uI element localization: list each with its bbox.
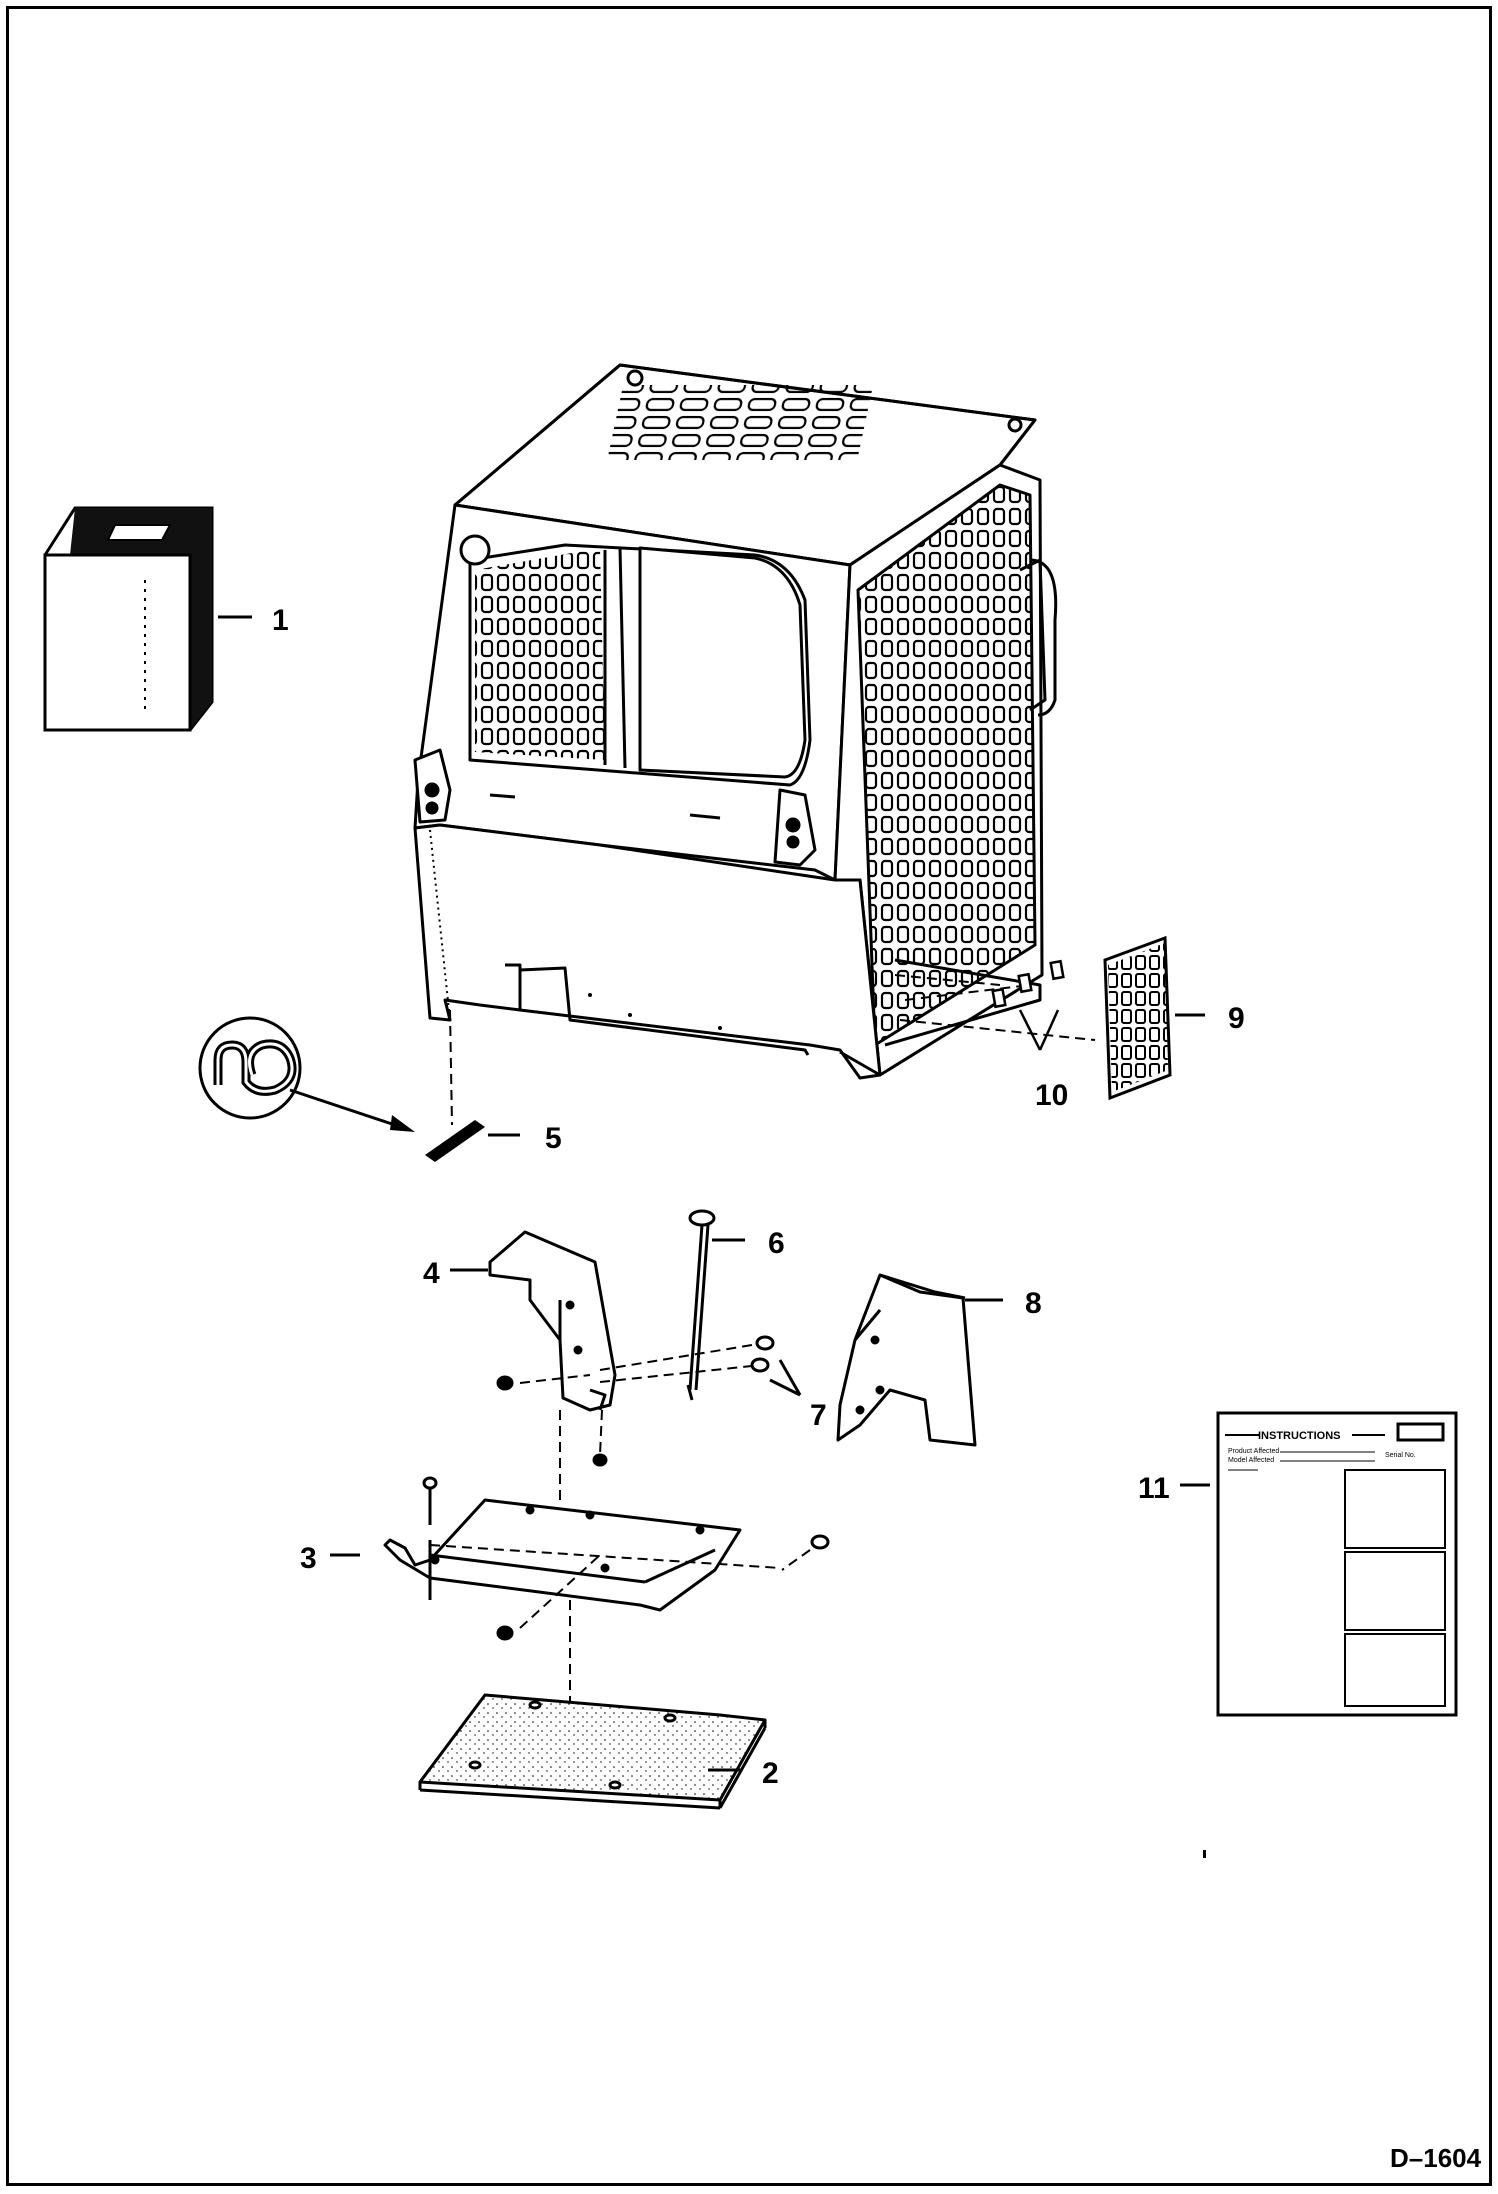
callout-3: 3	[300, 1542, 317, 1575]
callout-2: 2	[762, 1757, 779, 1790]
part-10-clips	[991, 959, 1065, 1051]
callout-4: 4	[423, 1257, 440, 1290]
callout-9: 9	[1228, 1002, 1245, 1035]
instructions-line2: Model Affected	[1228, 1457, 1274, 1464]
callout-7: 7	[810, 1399, 827, 1432]
part-7-dashes	[519, 1344, 753, 1500]
part-5-trim	[198, 1009, 485, 1162]
part-3-dashes	[429, 1544, 811, 1790]
callout-8: 8	[1025, 1287, 1042, 1320]
callout-1: 1	[272, 604, 289, 637]
callout-11: 11	[1138, 1472, 1170, 1505]
instructions-line1: Product Affected	[1228, 1448, 1279, 1455]
part-6-rod	[686, 1209, 716, 1401]
part-9-grille	[1103, 935, 1172, 1101]
callout-10: 10	[1035, 1079, 1068, 1112]
instructions-title: INSTRUCTIONS	[1258, 1430, 1341, 1442]
part-4-bracket	[488, 1230, 617, 1412]
callout-6: 6	[768, 1227, 785, 1260]
figure-id: D–1604	[1390, 2143, 1482, 2173]
cab-assembly	[413, 363, 1058, 1080]
stray-mark	[1203, 1850, 1206, 1858]
part-3-plate	[383, 1498, 742, 1612]
part-1-pack	[43, 506, 214, 732]
part-8-bracket	[836, 1273, 977, 1447]
part-2-pad	[418, 1693, 767, 1810]
leader-dashes-9-10	[894, 974, 1096, 1041]
diagram-border	[6, 6, 1492, 2186]
callout-5: 5	[545, 1122, 562, 1155]
instructions-line3: Serial No.	[1385, 1452, 1416, 1459]
part-7-fasteners	[496, 1335, 802, 1467]
part-3-fasteners	[422, 1476, 830, 1641]
callout-leaders	[218, 615, 1210, 1772]
callout-numbers: 1 2 3 4 5 6 7 8 9 10 11	[272, 604, 1245, 1790]
part-11-instructions: INSTRUCTIONS Product Affected Model Affe…	[1216, 1411, 1458, 1717]
